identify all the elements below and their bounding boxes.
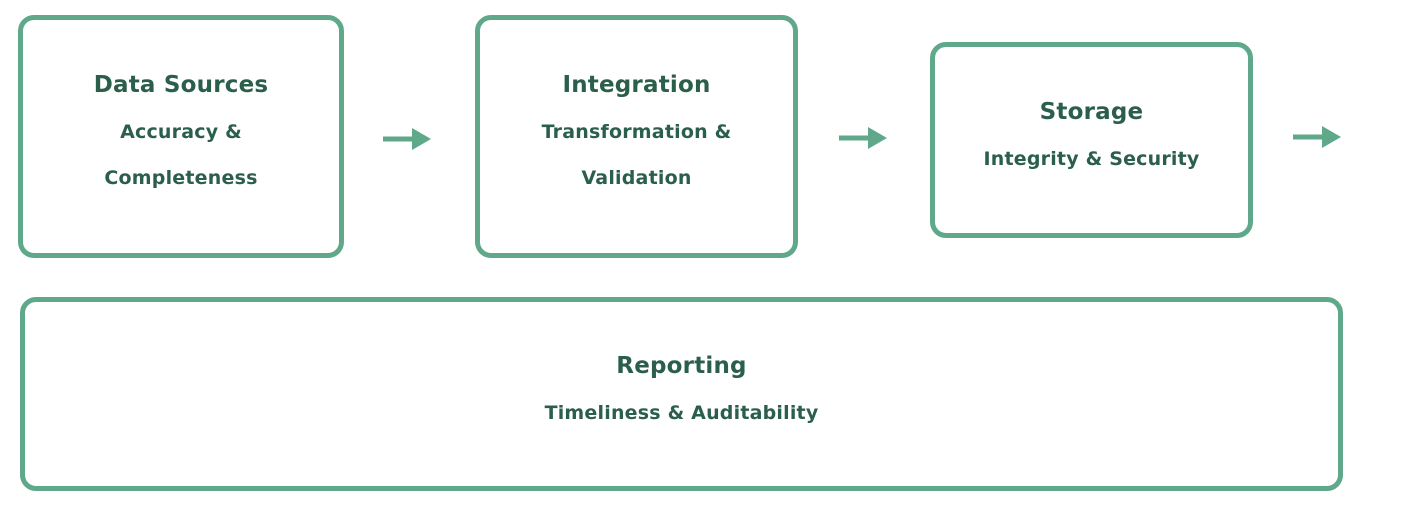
node-subtitle: Transformation & Validation: [541, 120, 732, 190]
node-subtitle: Integrity & Security: [983, 147, 1200, 170]
node-title: Reporting: [616, 352, 747, 379]
node-title: Storage: [1039, 98, 1144, 125]
flow-node-data-sources: Data Sources Accuracy & Completeness: [18, 15, 344, 258]
flow-node-reporting: Reporting Timeliness & Auditability: [20, 297, 1343, 491]
arrow-right-icon: [383, 128, 431, 150]
node-title: Data Sources: [93, 72, 269, 98]
flow-node-storage: Storage Integrity & Security: [930, 42, 1253, 238]
arrow-right-icon: [1293, 126, 1341, 148]
node-subtitle: Timeliness & Auditability: [544, 401, 819, 424]
node-subtitle: Accuracy & Completeness: [104, 120, 258, 190]
node-title: Integration: [562, 72, 711, 98]
flow-node-integration: Integration Transformation & Validation: [475, 15, 798, 258]
arrow-right-icon: [839, 127, 887, 149]
